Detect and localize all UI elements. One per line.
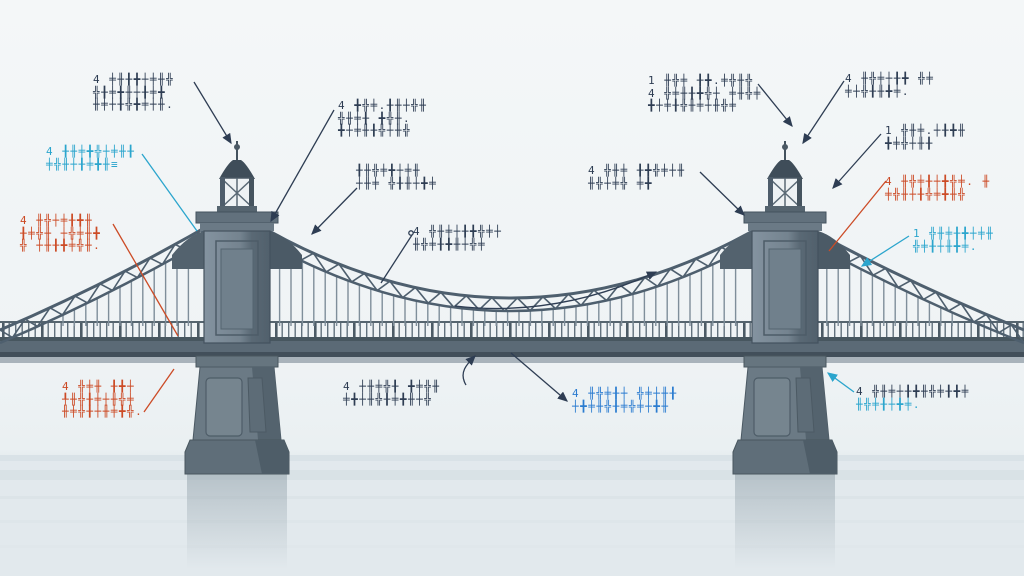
left-tower (172, 141, 302, 475)
arrow-top-right (802, 80, 845, 145)
pier-reflection-right (735, 474, 835, 569)
leader-main-cable (380, 234, 413, 284)
annotation-top-right: 4 ╫╬╪┼╂╋ ╬╪ ╪┼╬╂╫╋╪. (845, 72, 935, 98)
deck-railing (2, 323, 1024, 338)
arrow-tower-top-right (757, 83, 793, 128)
annotation-deck-center: 4 ┼╫╪╬╂ ╋╪╬╫ ╪╋┼╫╬╂╪╋╫┼╬ (343, 380, 441, 406)
arrow-deck-center (462, 355, 476, 386)
deck (0, 321, 1024, 363)
annotation-main-cable: 4 ╬╫╪┼╂╋╬╪┼ ╫╬╪╂╋╫┼╬╪ (413, 225, 503, 251)
lantern-roof-left (219, 160, 255, 179)
annotation-tower-top-right: 1 ╫╬╪ ╂╋.╪╬╫╬ 4 ╬╪╫╂╋╬┼ ╪╫╬╪ ╋┼╪╂╬╫╪┼╫╬╪ (648, 74, 762, 112)
leader-cable-right-orange (828, 180, 887, 252)
annotation-deck-center-blue: 4 ╫╬╪╂┼ ╬╪┼╫╂ ┼╋╪╫╬╂╪╬╪┼╋╫ (572, 387, 678, 413)
arrow-cable-right-cyan (860, 235, 910, 267)
annotation-cable-right-cyan: 1 ╬╫╪╂╋┼╪╫ ╬╪╂┼╫╋╪. (913, 227, 995, 253)
right-tower (720, 141, 850, 475)
arrow-pier-right-cyan (826, 372, 855, 393)
annotation-cable-right-orange: 4 ╫╬╪╂┼╋╬╪. ╫ ╪╬╫┼╂╬╪╋╫╬ (885, 175, 991, 201)
leader-deck-left-orange (112, 223, 179, 337)
annotation-arrows (112, 80, 910, 413)
arrow-saddle-left-a (270, 109, 335, 223)
leader-deck-center-blue (510, 352, 568, 402)
leader-tower-left-cyan (141, 153, 198, 232)
annotation-pier-left-orange: 4 ╬╪╫ ╂╋┼ ╀╫╬╂╪┼╫╬╪ ╫╪╬╂┼╫╪╋╬. (62, 380, 144, 418)
arrow-cable-right-a (832, 133, 882, 189)
lantern-roof-right (767, 160, 803, 179)
annotation-tower-left-cyan: 4 ╂╫╪╋╬┼╪╫╂ ╪╬╫┼╂╪╋╫≡ (46, 145, 136, 171)
finial-left (234, 144, 240, 150)
leader-pier-left-orange (143, 368, 175, 413)
annotation-saddle-left-a: 4 ╋╬╪.╂╫┼╬╫ ╬╫╪╂ ╋╬╫. ╋┼╪╫╂╬┼╫╬ (338, 99, 428, 137)
annotation-tower-top-left: 4 ╪╫╂╋┼╪╫╬ ╬╂╪╋╫┼╂╪╋ ╫╪┼╂╬╋╪┼╫. (93, 73, 175, 111)
arrow-saddle-right (699, 171, 745, 216)
annotation-saddle-left-b: ╂╫╬╪╋┼╪╫ ┼╫╪ ╬╂╫┼╋╪ (356, 164, 438, 190)
arrow-tower-top-left (193, 81, 232, 145)
pier-reflection-left (187, 474, 287, 569)
annotation-deck-left-orange: 4 ╫╬┼╪╂╋╫ ╂╪╬╫ ┼╬╪╫╋ ╬ ┼╫╂╋╪╬╫. (20, 214, 102, 252)
water (0, 455, 1024, 576)
finial-right (782, 144, 788, 150)
annotation-cable-right-a: 1 ╬╫╪.┼╂╋╫ ╋╪╬┼╫╂ (885, 124, 967, 150)
arrow-main-cable-swoop (454, 271, 658, 310)
annotation-saddle-right: 4 ╬╫╪ ╂╋╬╪┼╫ ╫╬┼╪╬ ╪╋ (588, 164, 686, 190)
arrow-saddle-left-b (311, 187, 358, 235)
annotation-pier-right-cyan: 4 ╬╫╪┼╂╋╫╬╪╂╋╪ ╫╬╪╂┼╋╪. (856, 385, 970, 411)
